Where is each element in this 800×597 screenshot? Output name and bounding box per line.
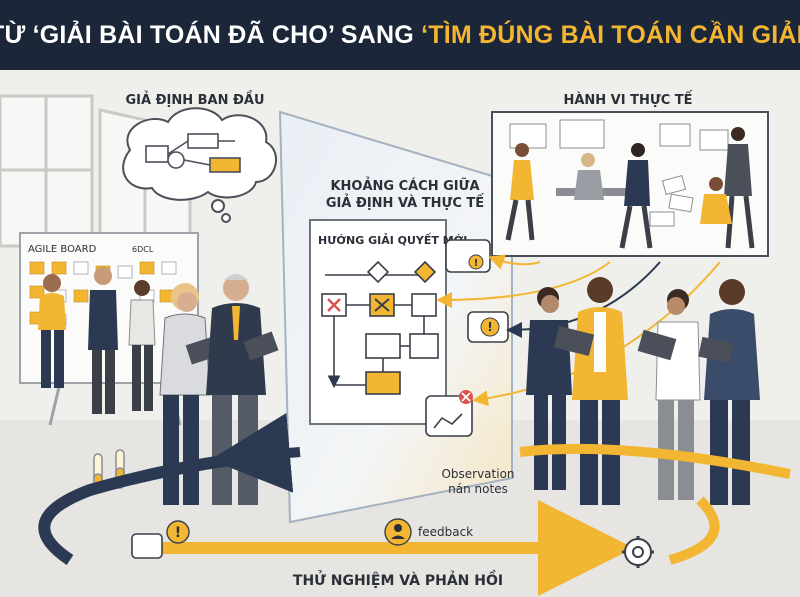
title-part-yellow: ‘TÌM ĐÚNG BÀI TOÁN CẦN GIẢI’ <box>421 20 800 49</box>
people-right-foreground <box>526 277 760 505</box>
title-part-white: TỪ ‘GIẢI BÀI TOÁN ĐÃ CHO’ SANG <box>0 20 422 49</box>
label-actual-behavior: HÀNH VI THỰC TẾ <box>563 91 692 108</box>
label-gap-line1: KHOẢNG CÁCH GIỮA <box>330 177 479 194</box>
title-banner: TỪ ‘GIẢI BÀI TOÁN ĐÃ CHO’ SANG ‘TÌM ĐÚNG… <box>0 0 800 70</box>
solution-flowchart <box>321 260 439 395</box>
people-left-background <box>38 267 156 414</box>
gear-icon <box>622 536 654 568</box>
error-x-icon <box>321 293 347 317</box>
agile-board-title: AGILE BOARD <box>28 244 97 255</box>
svg-text:!: ! <box>474 258 479 269</box>
flowchart-icon <box>145 133 241 173</box>
chat-bubble-icon: ! ! <box>425 239 509 437</box>
observation-line1: Observation <box>441 467 514 481</box>
label-initial-assumption: GIẢ ĐỊNH BAN ĐẦU <box>126 90 265 108</box>
label-new-solution: HƯỚNG GIẢI QUYẾT MỚI <box>318 232 467 247</box>
feedback-loop <box>38 413 791 596</box>
feedback-label: feedback <box>418 525 473 539</box>
label-gap-line2: GIẢ ĐỊNH VÀ THỰC TẾ <box>326 194 484 211</box>
actual-behavior-scene <box>491 111 769 257</box>
person-icon <box>384 518 412 546</box>
observation-line2: nán notes <box>448 482 508 496</box>
svg-text:!: ! <box>175 525 181 541</box>
page-title: TỪ ‘GIẢI BÀI TOÁN ĐÃ CHO’ SANG ‘TÌM ĐÚNG… <box>0 21 800 50</box>
thought-cloud-icon <box>122 107 277 223</box>
alert-icon: ! <box>131 520 190 559</box>
svg-text:!: ! <box>487 320 492 334</box>
agile-board-tag: 6DCL <box>132 245 154 254</box>
label-test-feedback: THỬ NGHIỆM VÀ PHẢN HỒI <box>293 570 503 589</box>
